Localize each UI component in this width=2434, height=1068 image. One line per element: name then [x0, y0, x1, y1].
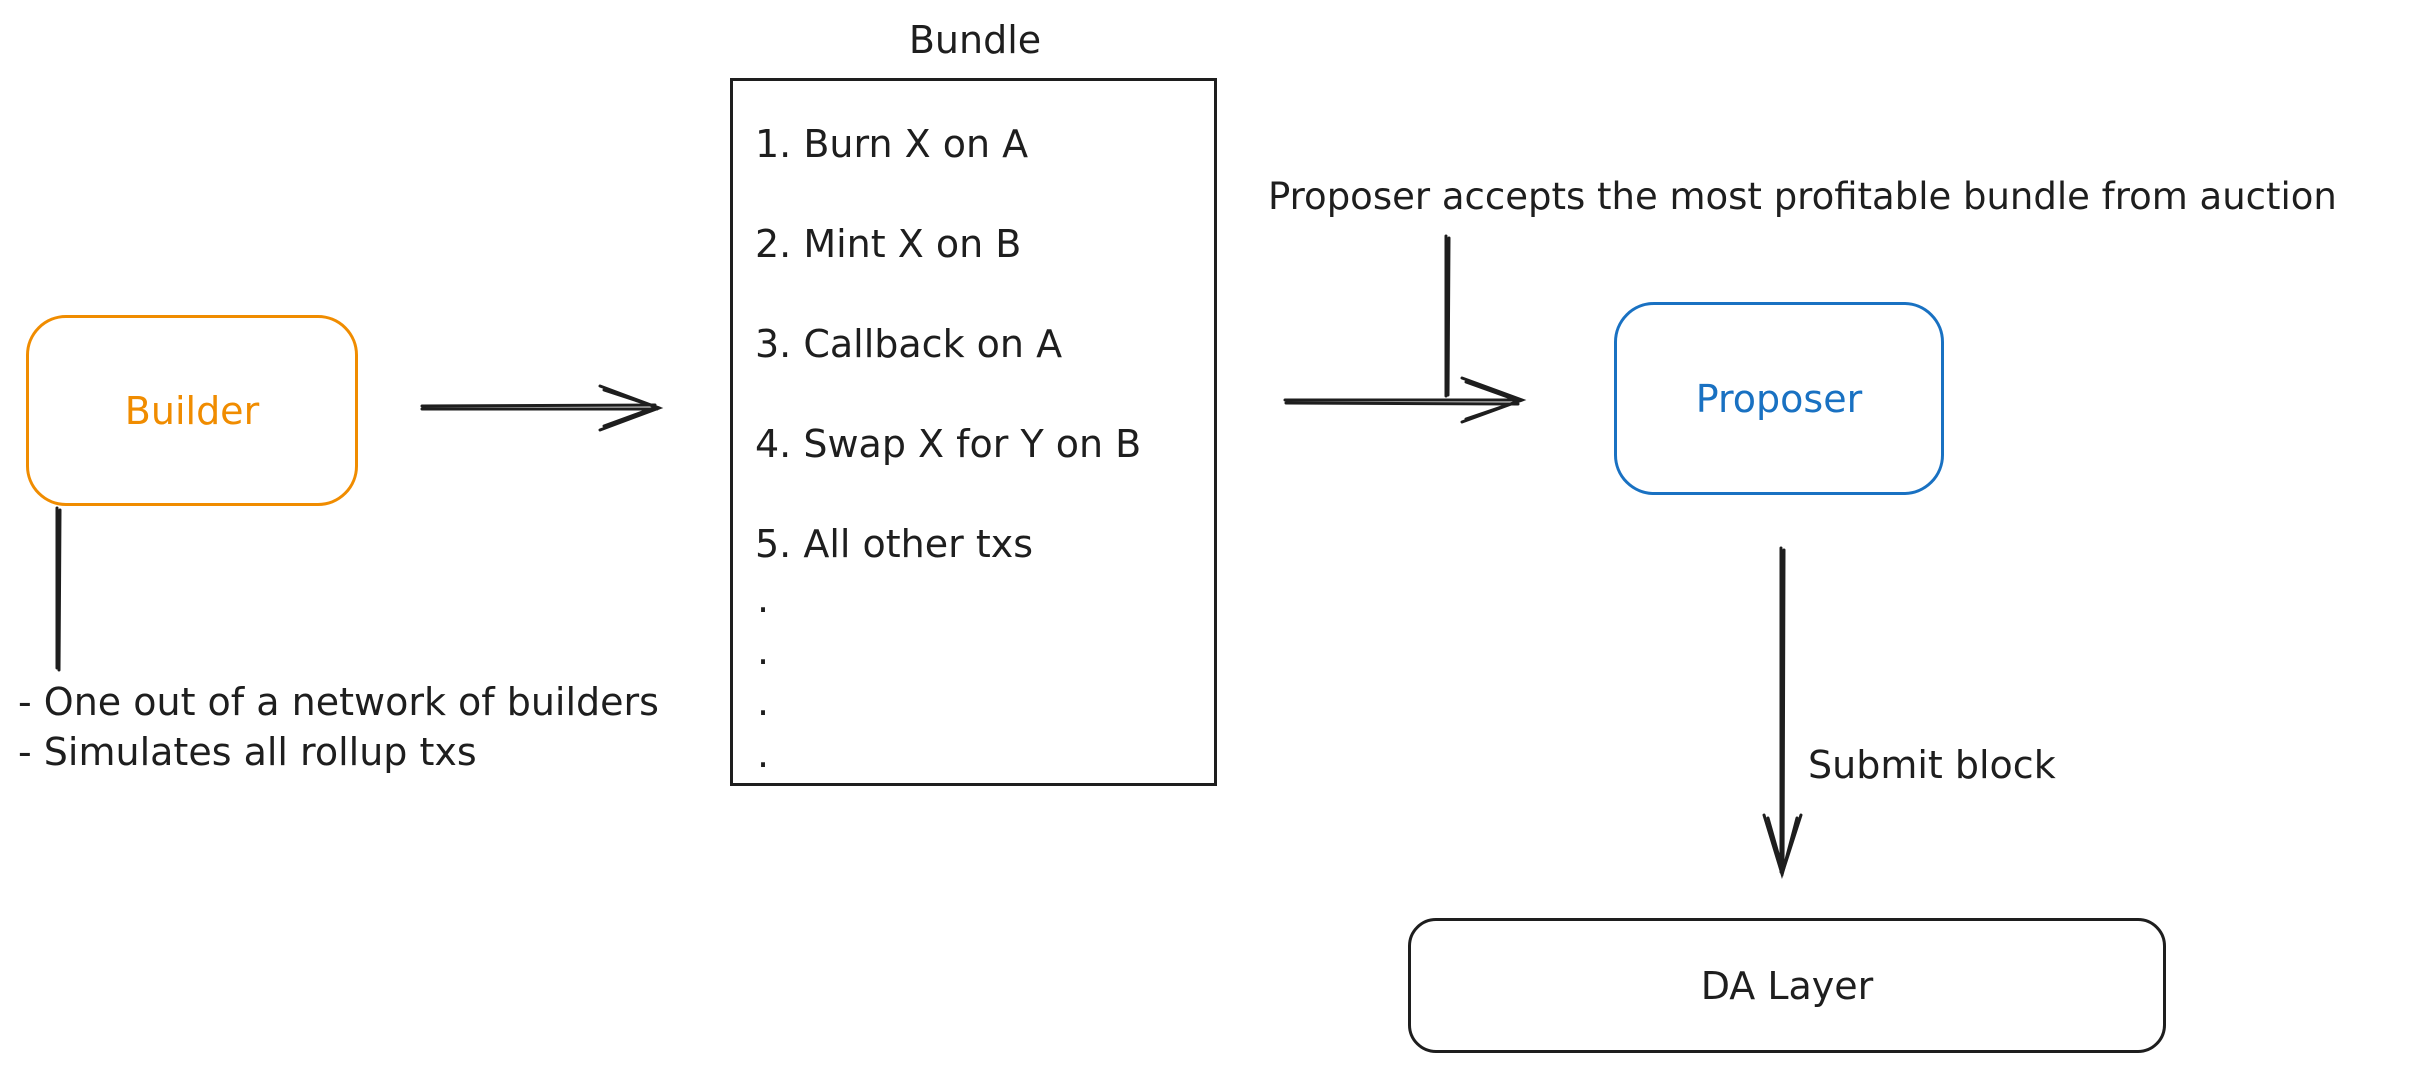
builder-label: Builder	[124, 388, 260, 433]
bundle-continuation-dot-3: .	[757, 680, 770, 724]
bundle-continuation-dot-4: .	[757, 732, 770, 776]
bundle-item-2: 2. Mint X on B	[755, 222, 1022, 266]
builder-note-1: - One out of a network of builders	[18, 680, 659, 724]
builder-note-2: - Simulates all rollup txs	[18, 730, 477, 774]
builder-node[interactable]: Builder	[26, 315, 358, 506]
bundle-item-4: 4. Swap X for Y on B	[755, 422, 1142, 466]
bundle-item-5: 5. All other txs	[755, 522, 1034, 566]
submit-block-label: Submit block	[1808, 743, 2056, 787]
edge-bundle-to-proposer	[1283, 376, 1527, 424]
bundle-title: Bundle	[908, 18, 1042, 62]
bundle-continuation-dot-1: .	[757, 577, 770, 621]
bundle-node[interactable]	[730, 78, 1217, 786]
edge-proposer-note-connector	[1444, 234, 1451, 398]
proposer-note: Proposer accepts the most profitable bun…	[1268, 175, 2337, 218]
da-layer-label: DA Layer	[1700, 963, 1874, 1008]
bundle-continuation-dot-2: .	[757, 629, 770, 673]
edge-builder-to-bundle	[420, 384, 664, 432]
bundle-item-3: 3. Callback on A	[755, 322, 1063, 366]
bundle-item-1: 1. Burn X on A	[755, 122, 1029, 166]
proposer-label: Proposer	[1695, 376, 1863, 421]
proposer-node[interactable]: Proposer	[1614, 302, 1944, 495]
edge-builder-to-notes	[55, 506, 62, 672]
da-layer-node[interactable]: DA Layer	[1408, 918, 2166, 1053]
edge-proposer-to-da-layer	[1762, 546, 1803, 880]
